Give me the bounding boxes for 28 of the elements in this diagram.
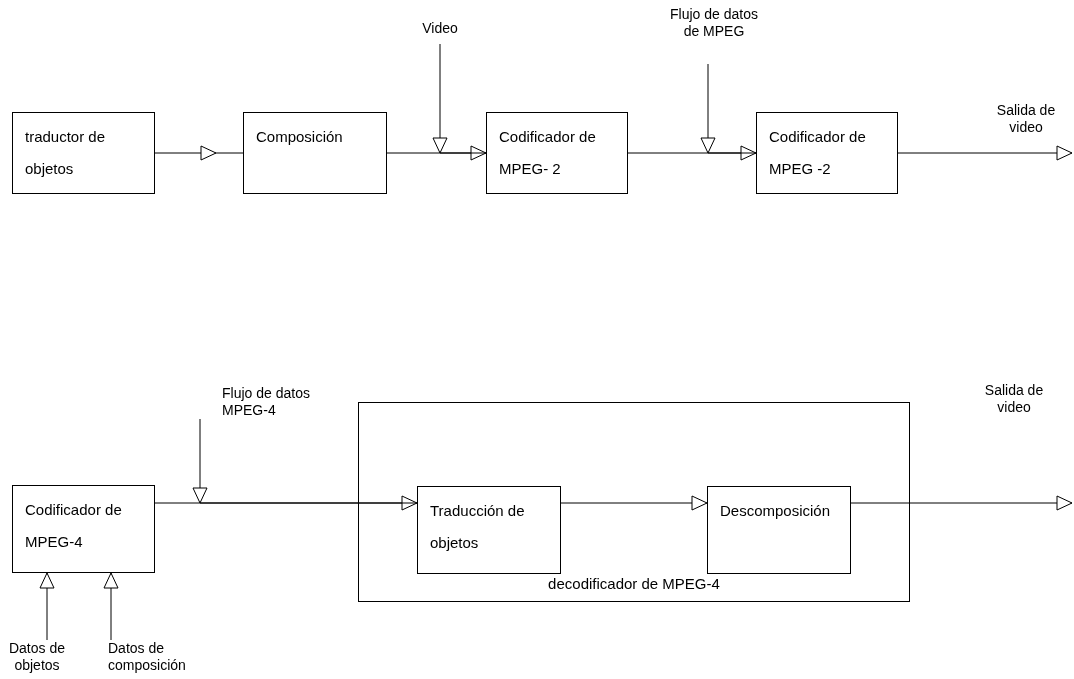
arrow xyxy=(103,572,119,641)
arrow xyxy=(627,145,757,161)
arrow xyxy=(560,495,708,511)
process-box: Composición xyxy=(243,112,387,194)
output-label: Salida de video xyxy=(995,102,1057,136)
signal-label: Flujo de datos MPEG-4 xyxy=(196,385,336,419)
output-label: Salida de video xyxy=(983,382,1045,416)
group-title: decodificador de MPEG-4 xyxy=(547,573,721,594)
group-box xyxy=(358,402,910,602)
arrow xyxy=(154,495,418,511)
signal-label: Datos de objetos xyxy=(4,640,70,676)
arrow xyxy=(897,145,1073,161)
arrow xyxy=(386,145,487,161)
process-box: Codificador de MPEG-4 xyxy=(12,485,155,573)
arrow xyxy=(850,495,1073,511)
arrow xyxy=(700,63,757,154)
process-box: Traducción de objetos xyxy=(417,486,561,574)
arrow xyxy=(432,43,487,154)
process-box: Codificador de MPEG -2 xyxy=(756,112,898,194)
signal-label: Datos de composición xyxy=(104,640,204,676)
arrow xyxy=(192,418,418,504)
arrow xyxy=(39,572,55,641)
arrow xyxy=(154,145,244,161)
signal-label: Flujo de datos de MPEG xyxy=(662,6,766,64)
signal-label: Video xyxy=(410,20,470,44)
process-box: Codificador de MPEG- 2 xyxy=(486,112,628,194)
process-box: Descomposición xyxy=(707,486,851,574)
process-box: traductor de objetos xyxy=(12,112,155,194)
